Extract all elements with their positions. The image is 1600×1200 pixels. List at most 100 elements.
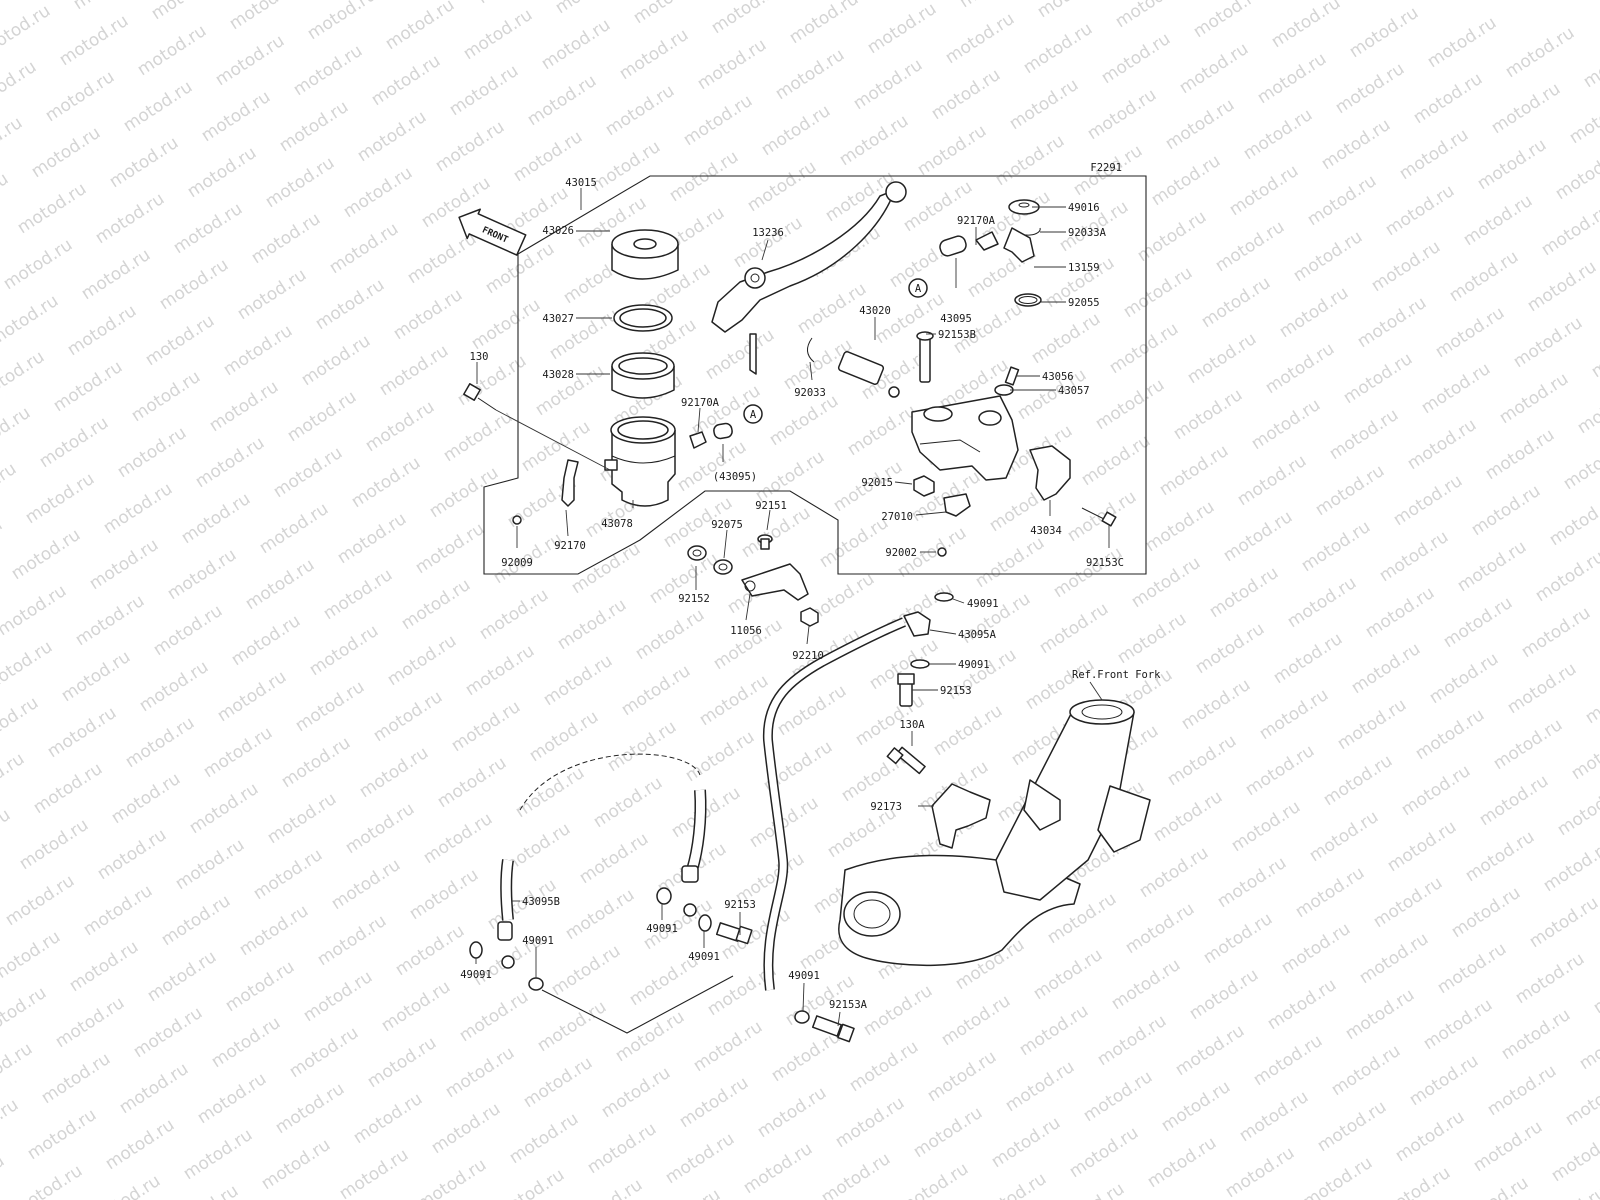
watermark-text: motod.ru (128, 367, 204, 426)
watermark-text: motod.ru (336, 1145, 412, 1200)
watermark-text: motod.ru (914, 121, 990, 180)
watermark-text: motod.ru (1538, 201, 1600, 260)
watermark-text: motod.ru (648, 1185, 724, 1200)
watermark-text: motod.ru (1440, 593, 1516, 652)
watermark-text: motod.ru (156, 255, 232, 314)
watermark-text: motod.ru (198, 87, 274, 146)
watermark-text: motod.ru (744, 157, 820, 216)
watermark-text: motod.ru (426, 463, 502, 522)
reservoir-hose-clamp-icon (689, 431, 707, 449)
watermark-text: motod.ru (1370, 873, 1446, 932)
watermark-text: motod.ru (942, 9, 1018, 68)
watermark-text: motod.ru (144, 947, 220, 1006)
part-label-92170: 92170 (554, 540, 586, 552)
watermark-text: motod.ru (354, 107, 430, 166)
watermark-text: motod.ru (72, 591, 148, 650)
watermark-text: motod.ru (680, 91, 756, 150)
part-label-49091: 49091 (958, 659, 990, 671)
watermark-text: motod.ru (1446, 247, 1522, 306)
hose-clamp-bolt-icon (886, 746, 926, 775)
watermark-text: motod.ru (80, 881, 156, 940)
watermark-text: motod.ru (476, 585, 552, 644)
watermark-text: motod.ru (1106, 319, 1182, 378)
watermark-text: motod.ru (440, 407, 516, 466)
watermark-text: motod.ru (1396, 125, 1472, 184)
main-brake-hose-icon (762, 617, 906, 991)
watermark-text: motod.ru (696, 671, 772, 730)
watermark-text: motod.ru (1148, 151, 1224, 210)
part-label-43095: (43095) (713, 471, 757, 483)
watermark-text: motod.ru (1256, 685, 1332, 744)
watermark-text: motod.ru (0, 693, 42, 752)
watermark-text: motod.ru (1368, 237, 1444, 296)
banjo-upper-icon (903, 611, 931, 637)
watermark-text: motod.ru (1498, 1005, 1574, 1064)
part-label-13236: 13236 (752, 227, 784, 239)
watermark-text: motod.ru (1276, 283, 1352, 342)
watermark-text: motod.ru (576, 829, 652, 888)
watermark-text: motod.ru (1504, 659, 1580, 718)
watermark-text: motod.ru (1590, 959, 1600, 1018)
watermark-text: motod.ru (58, 647, 134, 706)
watermark-text: motod.ru (120, 77, 196, 136)
watermark-text: motod.ru (836, 111, 912, 170)
watermark-text: motod.ru (0, 1095, 22, 1154)
watermark-text: motod.ru (1114, 609, 1190, 668)
watermark-text: motod.ru (92, 189, 168, 248)
watermark-text: motod.ru (570, 1175, 646, 1200)
watermark-text: motod.ru (1420, 995, 1496, 1054)
collar-icon (687, 545, 707, 561)
watermark-text: motod.ru (1356, 929, 1432, 988)
watermark-text: motod.ru (30, 759, 106, 818)
part-label-49091: 49091 (788, 970, 820, 982)
watermark-text: motod.ru (100, 479, 176, 538)
watermark-text: motod.ru (1448, 883, 1524, 942)
watermark-text: motod.ru (1066, 1123, 1142, 1182)
watermark-text: motod.ru (134, 21, 210, 80)
watermark-text: motod.ru (1562, 1071, 1600, 1130)
watermark-text: motod.ru (368, 51, 444, 110)
watermark-text: motod.ru (290, 41, 366, 100)
watermark-text: motod.ru (420, 809, 496, 868)
watermark-text: motod.ru (2, 871, 78, 930)
part-label-92170a: 92170A (957, 215, 996, 227)
watermark-text: motod.ru (0, 57, 40, 116)
watermark-text: motod.ru (1582, 669, 1600, 728)
watermark-text: motod.ru (172, 835, 248, 894)
watermark-text: motod.ru (42, 67, 118, 126)
watermark-text: motod.ru (200, 723, 276, 782)
bracket-bolt-icon (757, 534, 773, 550)
watermark-text: motod.ru (136, 657, 212, 716)
part-label-92015: 92015 (861, 477, 893, 489)
watermark-text: motod.ru (102, 1115, 178, 1174)
watermark-text: motod.ru (754, 1083, 830, 1142)
watermark-text: motod.ru (0, 113, 26, 172)
watermark-text: motod.ru (992, 131, 1068, 190)
watermark-text: motod.ru (1264, 975, 1340, 1034)
watermark-text: motod.ru (1468, 481, 1544, 540)
watermark-text: motod.ru (752, 447, 828, 506)
watermark-text: motod.ru (362, 397, 438, 456)
grommet-icon (713, 559, 733, 575)
watermark-text: motod.ru (242, 555, 318, 614)
watermark-text: motod.ru (0, 235, 76, 294)
callout-a-left-icon: A (743, 404, 763, 424)
master-cylinder-body-icon (911, 395, 1019, 481)
watermark-text: motod.ru (708, 0, 784, 38)
watermark-text: motod.ru (1084, 85, 1160, 144)
watermark-text: motod.ru (28, 123, 104, 182)
watermark-text: motod.ru (258, 1135, 334, 1194)
watermark-text: motod.ru (694, 35, 770, 94)
watermark-text: motod.ru (908, 467, 984, 526)
watermark-text: motod.ru (378, 977, 454, 1036)
washer-center-right-icon (698, 914, 712, 932)
washer-hose-end-icon (794, 1010, 810, 1024)
watermark-text: motod.ru (1228, 797, 1304, 856)
watermark-text: motod.ru (864, 0, 940, 58)
part-label-92075: 92075 (711, 519, 743, 531)
watermark-text: motod.ru (1052, 1179, 1128, 1200)
watermark-text: motod.ru (1254, 49, 1330, 108)
watermark-text: motod.ru (0, 983, 50, 1042)
watermark-text: motod.ru (70, 0, 146, 14)
part-label-49091: 49091 (967, 598, 999, 610)
